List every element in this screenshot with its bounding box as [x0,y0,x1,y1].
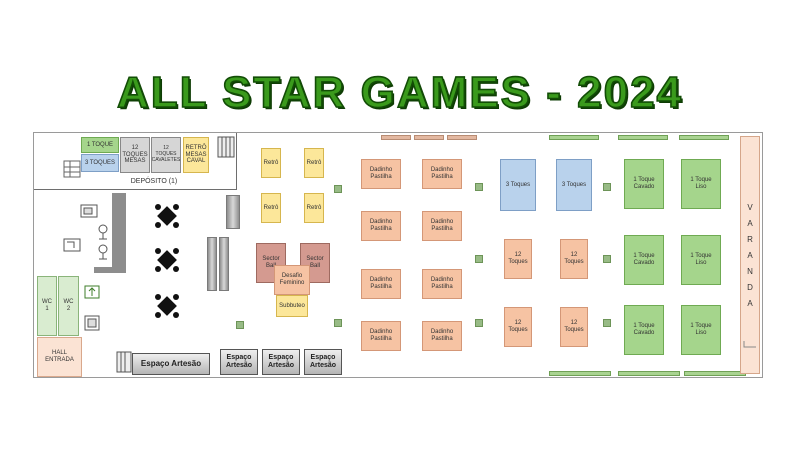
1-toque-liso-2: 1 Toque Liso [681,235,721,285]
dadinho-pastilha-1: Dadinho Pastilha [361,159,401,189]
desafio-feminino: Desafio Feminino [274,265,310,295]
dadinho-pastilha-6: Dadinho Pastilha [422,269,462,299]
deposito-right-wall [236,133,237,190]
varanda-letter: A [747,298,753,308]
marker [475,183,483,191]
column [219,237,229,291]
rack-icon [116,351,132,373]
1-toque-liso-1: 1 Toque Liso [681,159,721,209]
top-strip [381,135,411,140]
3-toques-table-2: 3 Toques [556,159,592,211]
dadinho-pastilha-2: Dadinho Pastilha [422,159,462,189]
bottom-strip [684,371,746,376]
deposito-3-toques: 3 TOQUES [81,154,119,172]
deposito-bottom-wall [34,189,236,190]
varanda-letter: R [747,234,753,244]
varanda-letter: A [747,218,753,228]
bottom-strip [549,371,611,376]
subbuteo: Subbuteo [276,295,308,317]
12-toques-table-4: 12 Toques [560,307,588,347]
1-toque-cavado-1: 1 Toque Cavado [624,159,664,209]
marker [603,319,611,327]
rack-icon [217,136,235,158]
arrow-up-icon [84,285,100,299]
partition-wall-bottom [94,267,126,273]
hall-entrada: HALL ENTRADA [37,337,82,377]
bottom-strip [618,371,680,376]
column [207,237,217,291]
deposito-12-toques-cavaletes: 12 TOQUES CAVALETES [151,137,181,173]
varanda: V A R A N D A [740,136,760,374]
top-strip [549,135,599,140]
top-strip [679,135,729,140]
sink-icon [84,315,100,331]
varanda-letter: D [747,282,753,292]
page-title: ALL STAR GAMES - 2024 [116,67,684,118]
retro-table-2: Retrô [304,148,324,178]
desk-icon [80,204,98,218]
espaco-artesao-1: Espaço Artesão [220,349,258,375]
column [226,195,240,229]
1-toque-cavado-2: 1 Toque Cavado [624,235,664,285]
sector-ball-1: Sector Ball [256,243,286,283]
game-table-icon [155,248,179,272]
varanda-letter: A [747,250,753,260]
espaco-artesao-2: Espaço Artesão [262,349,300,375]
espaco-artesao-main: Espaço Artesão [132,353,210,375]
dadinho-pastilha-8: Dadinho Pastilha [422,321,462,351]
marker [475,319,483,327]
wc-2: WC 2 [58,276,79,336]
dadinho-pastilha-5: Dadinho Pastilha [361,269,401,299]
game-table-icon [155,294,179,318]
hall-gap [82,337,94,377]
deposito-12-toques-mesas: 12 TOQUES MESAS [120,137,150,173]
3-toques-table-1: 3 Toques [500,159,536,211]
12-toques-table-1: 12 Toques [504,239,532,279]
chair-icon [98,244,108,260]
dadinho-pastilha-7: Dadinho Pastilha [361,321,401,351]
dadinho-pastilha-3: Dadinho Pastilha [361,211,401,241]
game-table-icon [155,204,179,228]
retro-table-3: Retrô [261,193,281,223]
retro-table-4: Retrô [304,193,324,223]
marker [603,183,611,191]
12-toques-table-3: 12 Toques [504,307,532,347]
1-toque-liso-3: 1 Toque Liso [681,305,721,355]
retro-table-1: Retrô [261,148,281,178]
deposito-retro-mesas: RETRÔ MESAS CAVAL [183,137,209,173]
varanda-letter: V [747,202,753,212]
marker [334,185,342,193]
deposito-1-toque: 1 TOQUE [81,137,119,153]
top-strip [447,135,477,140]
partition-wall [112,193,126,273]
marker [475,255,483,263]
marker [603,255,611,263]
top-strip [414,135,444,140]
wc-1: WC 1 [37,276,57,336]
floor-plan: 1 TOQUE 3 TOQUES 12 TOQUES MESAS 12 TOQU… [33,132,763,378]
chair-icon [98,224,108,240]
varanda-letter: N [747,266,753,276]
marker [334,319,342,327]
12-toques-table-2: 12 Toques [560,239,588,279]
dadinho-pastilha-4: Dadinho Pastilha [422,211,462,241]
deposito-label: DEPÓSITO (1) [130,177,178,185]
step-icon [743,341,756,348]
espaco-artesao-3: Espaço Artesão [304,349,342,375]
top-strip [618,135,668,140]
1-toque-cavado-3: 1 Toque Cavado [624,305,664,355]
marker [236,321,244,329]
stairs-icon [63,160,81,178]
desk-icon [63,238,81,252]
